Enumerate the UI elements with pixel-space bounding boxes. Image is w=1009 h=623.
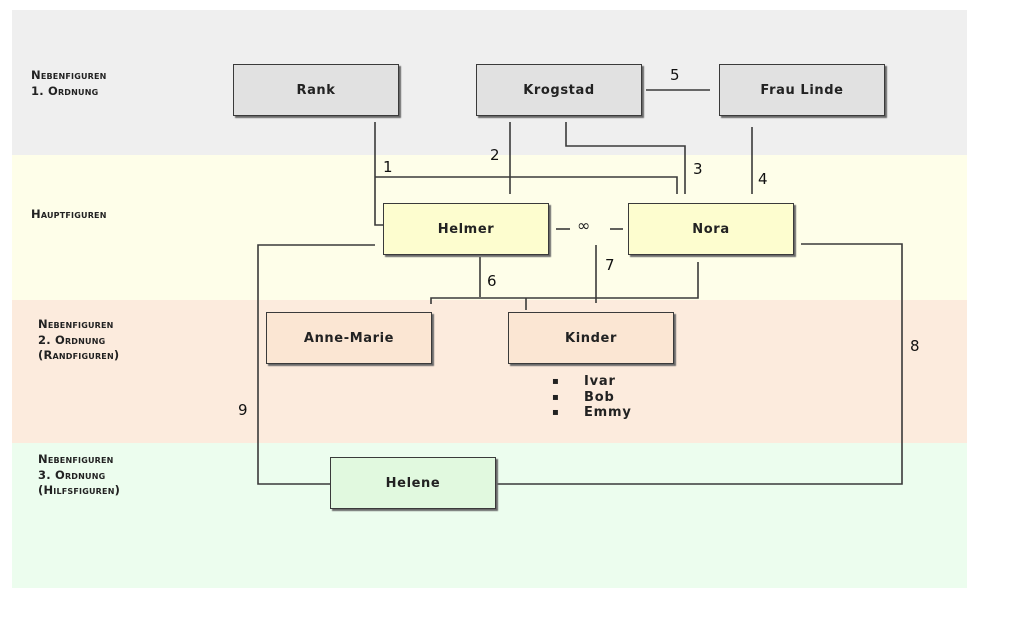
relation-number-9: 9 <box>238 401 248 419</box>
character-box-nora[interactable]: Nora <box>628 203 794 255</box>
relation-number-3: 3 <box>693 160 703 178</box>
relation-line-1 <box>374 122 383 226</box>
character-box-frau-linde[interactable]: Frau Linde <box>719 64 885 116</box>
relation-number-8: 8 <box>910 337 920 355</box>
relation-number-7: 7 <box>605 256 615 274</box>
character-box-rank[interactable]: Rank <box>233 64 399 116</box>
children-list: Ivar Bob Emmy <box>548 374 632 421</box>
relation-number-6: 6 <box>487 272 497 290</box>
relation-line-8 <box>496 243 903 485</box>
relation-number-2: 2 <box>490 146 500 164</box>
relation-line-1-branch <box>375 176 678 194</box>
level-label-nebenfiguren-2: Nebenfiguren 2. Ordnung (Randfiguren) <box>38 317 120 362</box>
child-item: Emmy <box>548 405 632 421</box>
child-item: Ivar <box>548 374 632 390</box>
character-box-helmer[interactable]: Helmer <box>383 203 549 255</box>
character-box-helene[interactable]: Helene <box>330 457 496 509</box>
level-label-nebenfiguren-3: Nebenfiguren 3. Ordnung (Hilfsfiguren) <box>38 452 121 497</box>
relation-line-9 <box>257 244 375 485</box>
relation-number-5: 5 <box>670 66 680 84</box>
child-item: Bob <box>548 390 632 406</box>
character-box-krogstad[interactable]: Krogstad <box>476 64 642 116</box>
relation-line-6-bar <box>430 262 699 304</box>
relation-number-1: 1 <box>383 158 393 176</box>
level-label-hauptfiguren: Hauptfiguren <box>31 207 107 221</box>
level-label-nebenfiguren-1: Nebenfiguren 1. Ordnung <box>31 68 107 98</box>
relation-line-3 <box>565 122 686 194</box>
character-box-kinder[interactable]: Kinder <box>508 312 674 364</box>
band-nebenfiguren-2 <box>12 300 967 443</box>
relation-number-4: 4 <box>758 170 768 188</box>
character-box-anne-marie[interactable]: Anne-Marie <box>266 312 432 364</box>
marriage-symbol: ∞ <box>577 216 591 235</box>
